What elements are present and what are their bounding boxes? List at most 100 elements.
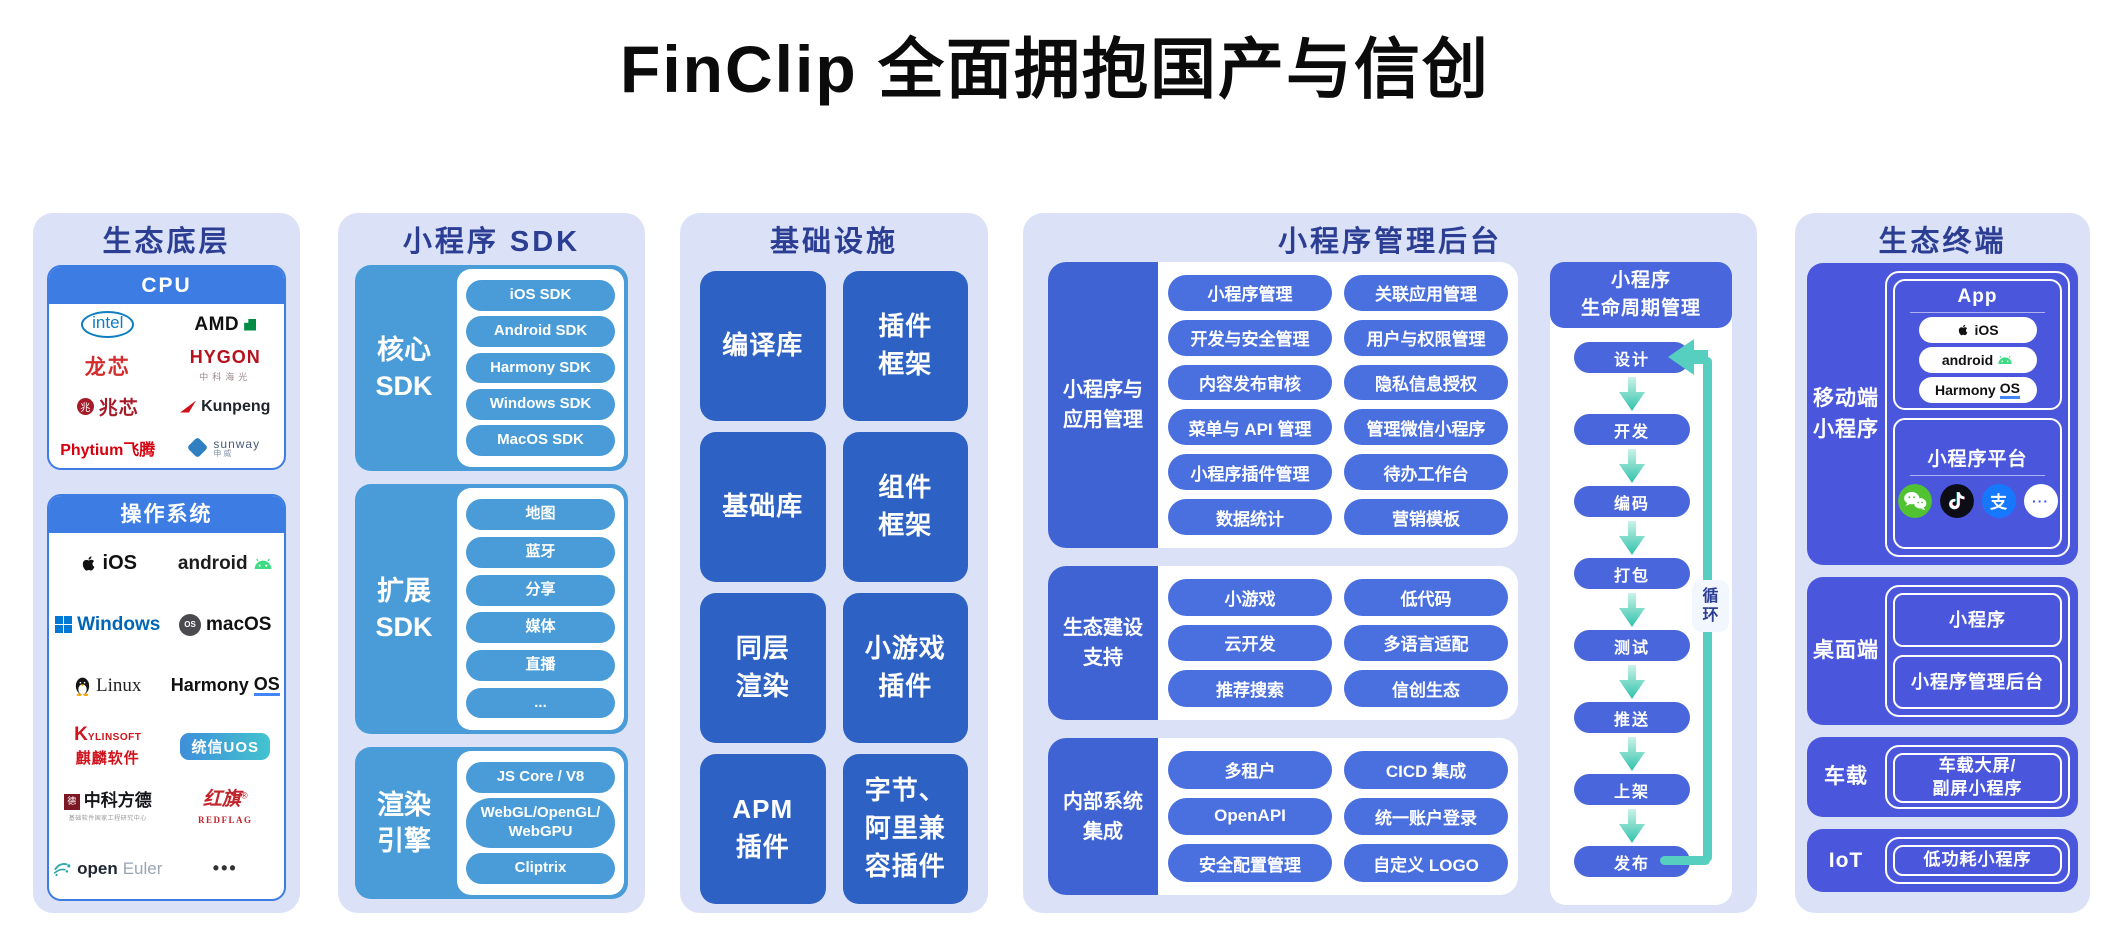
infra-tile: 组件 框架 (842, 432, 968, 582)
sdk-pill: 蓝牙 (466, 537, 615, 568)
admin-pill: 营销模板 (1344, 499, 1508, 535)
panel-miniapp-sdk-title: 小程序 SDK (402, 226, 581, 258)
kunpeng-swoosh-icon (180, 400, 197, 413)
admin-pill: 数据统计 (1168, 499, 1332, 535)
terminal-label: IoT (1828, 848, 1864, 872)
admin-pill: 小程序插件管理 (1168, 454, 1332, 491)
terminal-label: 车载 (1824, 765, 1868, 789)
sdk-ext-label: 扩展 SDK (375, 575, 433, 642)
admin-group-internal-integration: 内部系统 集成 多租户 CICD 集成 OpenAPI 统一账户登录 安全配置管… (1048, 738, 1518, 895)
admin-pill: 自定义 LOGO (1344, 844, 1508, 882)
infra-tile: 编译库 (700, 271, 826, 421)
admin-pill: 云开发 (1168, 624, 1332, 662)
admin-group-label: 小程序与 应用管理 (1048, 262, 1158, 548)
admin-group-app-management: 小程序与 应用管理 小程序管理 关联应用管理 开发与安全管理 用户与权限管理 内… (1048, 262, 1518, 548)
admin-pill: 低代码 (1344, 579, 1508, 616)
linux-logo: Linux (49, 655, 167, 716)
terminal-tile: 低功耗小程序 (1893, 845, 2062, 876)
sdk-pill: MacOS SDK (466, 425, 615, 457)
admin-pill: 小游戏 (1168, 579, 1332, 616)
lifecycle-card: 小程序 生命周期管理 设计 开发 编码 打包 测试 推送 上架 发布 (1550, 262, 1732, 905)
sdk-pill: ... (466, 687, 615, 719)
admin-pill: 安全配置管理 (1168, 844, 1332, 882)
admin-group-label: 内部系统 集成 (1048, 738, 1158, 895)
divider (1909, 474, 2046, 476)
admin-pill: 信创生态 (1344, 670, 1508, 707)
linux-penguin-icon (75, 677, 90, 696)
panel-ecosystem-terminals: 生态终端 移动端 小程序 App iOS android Har (1795, 213, 2090, 913)
more-platforms-icon: ··· (2023, 483, 2058, 518)
panel-ecosystem-base-title: 生态底层 (102, 226, 231, 258)
admin-pill: 菜单与 API 管理 (1168, 409, 1332, 446)
flow-arrow-down-icon (1574, 445, 1690, 486)
sdk-group-extension: 扩展 SDK 地图 蓝牙 分享 媒体 直播 ... (355, 484, 628, 734)
loongson-logo: 龙芯 (84, 355, 131, 379)
windows-logo: Windows (49, 594, 167, 655)
loop-line-bottom (1660, 856, 1710, 865)
android-robot-icon (254, 558, 271, 569)
sdk-pill: 地图 (466, 499, 615, 531)
sdk-pill: 直播 (466, 650, 615, 681)
sdk-group-core: 核心 SDK iOS SDK Android SDK Harmony SDK W… (355, 265, 628, 471)
zhaoxin-logo: 兆兆芯 (49, 386, 167, 427)
douyin-icon (1939, 483, 1974, 518)
infra-tile: 同层 渲染 (700, 593, 826, 743)
flow-arrow-down-icon (1574, 733, 1690, 774)
terminal-block-vehicle: 车载 车载大屏/ 副屏小程序 (1807, 737, 2078, 817)
intel-logo: intel (49, 304, 167, 345)
amd-logo: AMD (167, 304, 285, 345)
sdk-pill: 分享 (466, 574, 615, 606)
page-title: FinClip 全面拥抱国产与信创 (620, 32, 1490, 106)
admin-pill: 内容发布审核 (1168, 364, 1332, 401)
admin-pill: CICD 集成 (1344, 751, 1508, 789)
os-card-header: 操作系统 (49, 496, 284, 533)
admin-pill: 隐私信息授权 (1344, 364, 1508, 401)
app-subcard-title: App (1957, 286, 1998, 307)
android-logo: android (167, 533, 285, 594)
apple-icon (82, 556, 94, 571)
lifecycle-step: 开发 (1574, 414, 1690, 445)
kylinsoft-logo: KYLINSOFT 麒麟软件 (74, 724, 142, 768)
panel-infrastructure: 基础设施 编译库 插件 框架 基础库 组件 框架 同层 渲染 小游戏 插件 AP… (680, 213, 988, 913)
panel-terminals-title: 生态终端 (1878, 226, 2007, 258)
sdk-pill: 媒体 (466, 612, 615, 644)
flow-arrow-down-icon (1574, 589, 1690, 630)
admin-pill: 待办工作台 (1344, 454, 1508, 491)
lifecycle-title: 小程序 生命周期管理 (1550, 262, 1732, 328)
sdk-core-label: 核心 SDK (375, 334, 433, 401)
admin-pill: OpenAPI (1168, 797, 1332, 836)
app-pill-ios: iOS (1918, 317, 2037, 343)
admin-pill: 关联应用管理 (1344, 275, 1508, 311)
sunway-diamond-icon (187, 436, 209, 459)
panel-infrastructure-title: 基础设施 (769, 226, 898, 258)
lifecycle-step: 打包 (1574, 558, 1690, 589)
uos-logo: 统信UOS (167, 716, 285, 777)
terminal-tile: 车载大屏/ 副屏小程序 (1893, 753, 2062, 803)
admin-pill: 统一账户登录 (1344, 797, 1508, 836)
platform-subcard: 小程序平台 支 ··· (1893, 418, 2062, 549)
flow-arrow-down-icon (1574, 805, 1690, 846)
openeuler-swoosh-icon (53, 862, 71, 876)
panel-miniapp-sdk: 小程序 SDK 核心 SDK iOS SDK Android SDK Harmo… (338, 213, 645, 913)
sdk-pill: iOS SDK (466, 279, 615, 311)
panel-admin-console: 小程序管理后台 小程序与 应用管理 小程序管理 关联应用管理 开发与安全管理 用… (1023, 213, 1757, 913)
sdk-pill: Harmony SDK (466, 352, 615, 384)
wechat-icon (1897, 483, 1932, 518)
more-os-logo: ••• (212, 858, 238, 878)
sdk-pill: Android SDK (466, 316, 615, 347)
alipay-icon: 支 (1981, 483, 2016, 518)
platform-subcard-title: 小程序平台 (1927, 448, 2028, 470)
infra-tile: 字节、 阿里兼 容插件 (842, 754, 968, 904)
apple-icon (1959, 324, 1968, 336)
fangde-seal-icon: 德 (63, 793, 80, 810)
infra-tile: APM 插件 (700, 754, 826, 904)
